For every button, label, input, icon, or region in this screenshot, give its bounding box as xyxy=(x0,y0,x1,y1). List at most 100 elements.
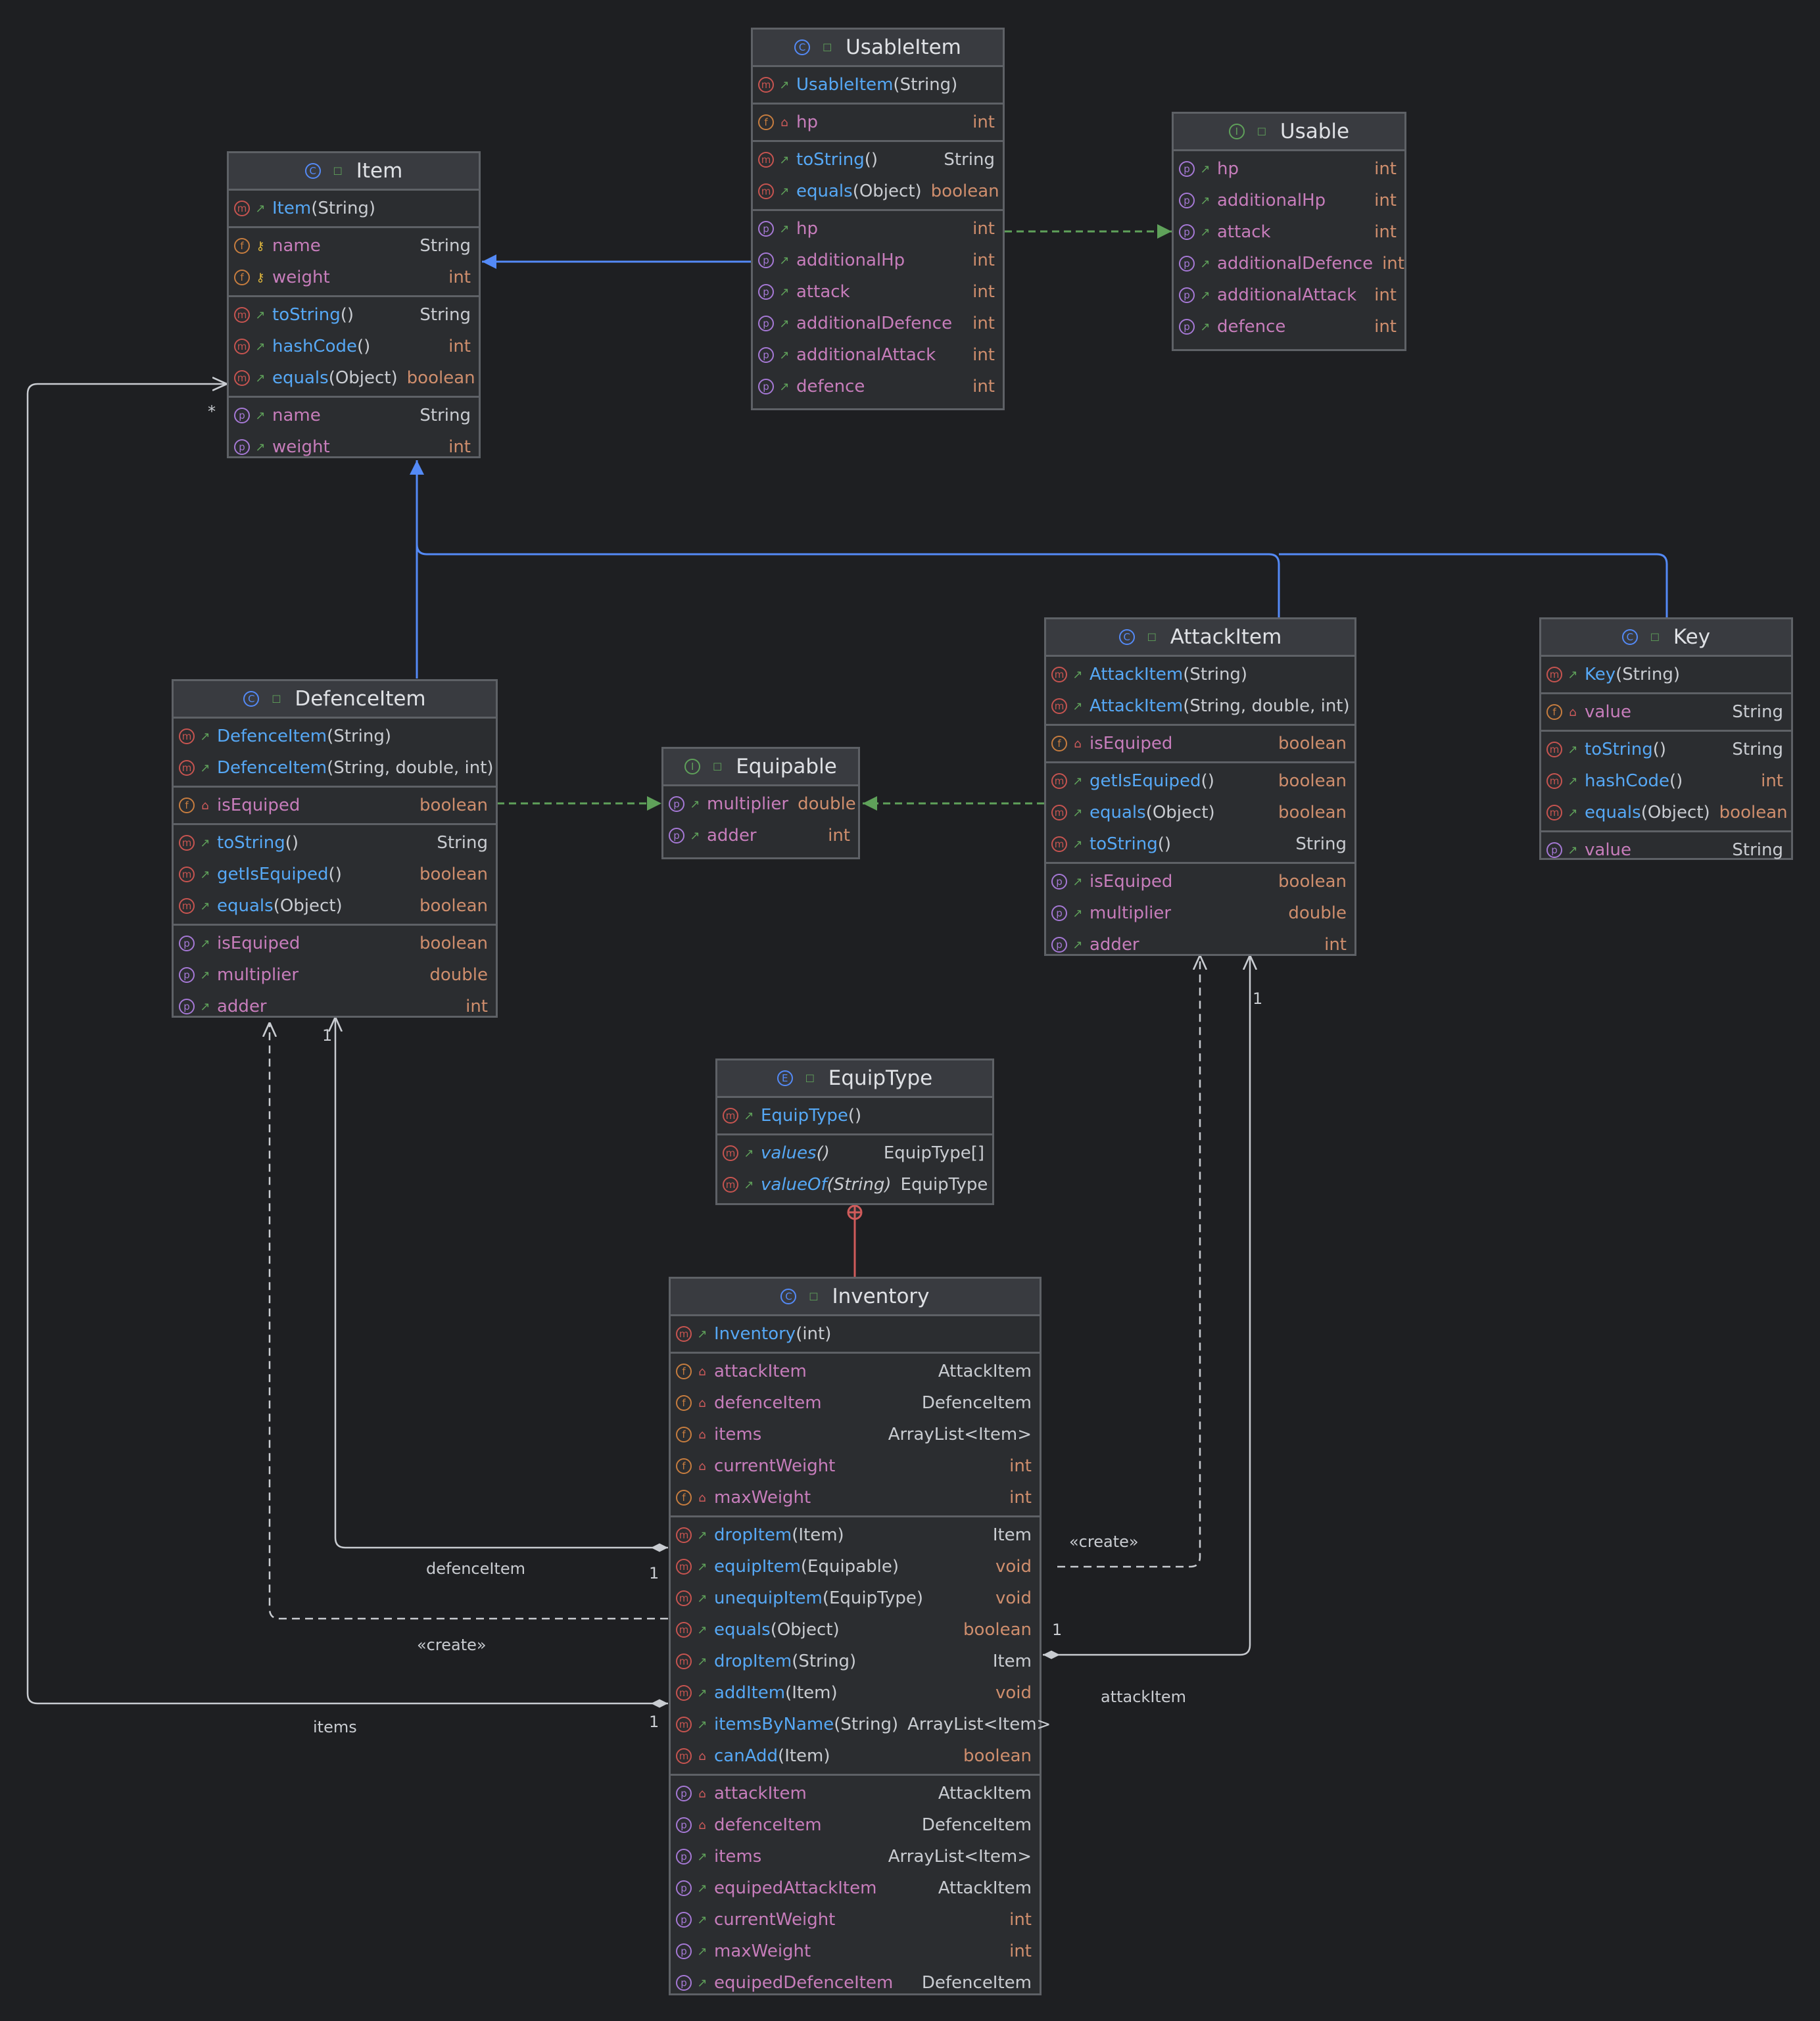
member-row[interactable]: m↗EquipType() xyxy=(717,1100,992,1131)
private-lock-icon: ⌂ xyxy=(1074,736,1082,751)
method-icon: m xyxy=(676,1590,692,1606)
property-icon: p xyxy=(758,316,774,331)
member-type: DefenceItem xyxy=(921,1973,1032,1993)
member-row[interactable]: m↗getIsEquiped()boolean xyxy=(1046,765,1354,797)
member-row[interactable]: m↗equals(Object)boolean xyxy=(753,176,1003,207)
member-row[interactable]: m↗hashCode()int xyxy=(1541,765,1791,797)
member-row[interactable]: m↗Inventory(int) xyxy=(671,1318,1040,1350)
member-signature: itemsByName(String) xyxy=(714,1715,898,1734)
member-row[interactable]: m↗Item(String) xyxy=(229,193,479,224)
member-row[interactable]: m↗equals(Object)boolean xyxy=(671,1614,1040,1646)
member-type: void xyxy=(995,1588,1032,1608)
property-icon: p xyxy=(758,221,774,237)
member-row[interactable]: m↗equals(Object)boolean xyxy=(229,362,479,394)
member-row[interactable]: m↗itemsByName(String)ArrayList<Item> xyxy=(671,1709,1051,1740)
member-row[interactable]: m↗DefenceItem(String, double, int) xyxy=(174,752,496,784)
member-signature: items xyxy=(714,1847,879,1866)
member-type: String xyxy=(437,833,488,853)
member-row[interactable]: m↗hashCode()int xyxy=(229,331,479,362)
member-signature: weight xyxy=(272,268,439,287)
member-row[interactable]: m↗equals(Object)boolean xyxy=(174,890,496,922)
member-row[interactable]: m↗equals(Object)boolean xyxy=(1541,797,1791,828)
member-signature: multiplier xyxy=(217,965,420,985)
public-icon: ☐ xyxy=(713,760,723,773)
member-row[interactable]: m↗valueOf(String)EquipType xyxy=(717,1169,992,1201)
member-row[interactable]: m↗AttackItem(String, double, int) xyxy=(1046,690,1354,722)
member-row[interactable]: m↗AttackItem(String) xyxy=(1046,659,1354,690)
member-signature: equals(Object) xyxy=(217,896,410,916)
member-row[interactable]: m↗equals(Object)boolean xyxy=(1046,797,1354,828)
member-row[interactable]: m↗toString()String xyxy=(753,144,1003,176)
member-signature: equals(Object) xyxy=(272,368,398,388)
member-row[interactable]: m↗dropItem(Item)Item xyxy=(671,1519,1040,1551)
member-row[interactable]: m↗dropItem(String)Item xyxy=(671,1646,1040,1677)
member-row[interactable]: m↗toString()String xyxy=(229,299,479,331)
member-row[interactable]: m↗unequipItem(EquipType)void xyxy=(671,1582,1040,1614)
member-row[interactable]: m↗toString()String xyxy=(1541,734,1791,765)
member-row[interactable]: m↗addItem(Item)void xyxy=(671,1677,1040,1709)
member-row[interactable]: m↗toString()String xyxy=(174,827,496,859)
member-row[interactable]: m↗equipItem(Equipable)void xyxy=(671,1551,1040,1582)
property-icon: p xyxy=(676,1912,692,1928)
member-row[interactable]: m↗Key(String) xyxy=(1541,659,1791,690)
member-row[interactable]: m↗getIsEquiped()boolean xyxy=(174,859,496,890)
member-row[interactable]: m↗toString()String xyxy=(1046,828,1354,860)
member-row[interactable]: m⌂canAdd(Item)boolean xyxy=(671,1740,1040,1772)
member-row[interactable]: m↗DefenceItem(String) xyxy=(174,721,496,752)
class-name: Equipable xyxy=(736,755,837,778)
member-row[interactable]: m↗values()EquipType[] xyxy=(717,1137,992,1169)
member-row[interactable]: m↗UsableItem(String) xyxy=(753,69,1003,101)
